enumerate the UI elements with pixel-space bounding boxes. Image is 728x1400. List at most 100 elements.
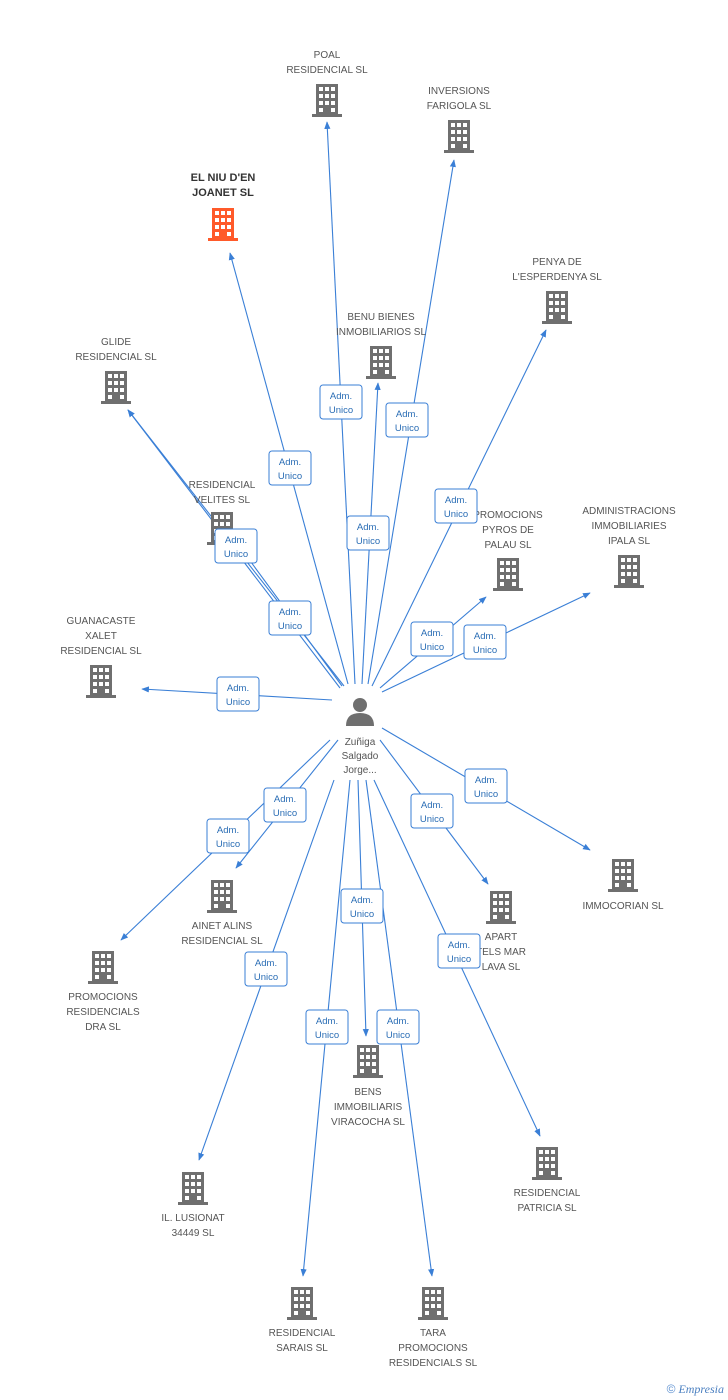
edge-label-box [437,933,481,969]
person-name-line: Zuñiga [345,737,376,748]
copyright-symbol: © [666,1382,676,1396]
company-name-line: APART [485,932,517,943]
edge-label-promdra[interactable]: Adm. Unico [206,818,250,854]
edge-label-guanacaste[interactable]: Adm.Unico [216,676,260,712]
edge-label-box [214,528,258,564]
company-name-line: INMOBILIARIOS SL [336,327,426,338]
edge-label-line: Adm. [279,607,301,618]
edge-label-box [244,951,288,987]
building-icon [178,1172,208,1205]
company-name-line: RESIDENCIALS SL [389,1358,478,1369]
edge-label-box [464,768,508,804]
edge-label-line: Unico [444,509,468,520]
company-name-line: GLIDE [101,337,131,348]
building-icon [542,291,572,324]
company-name-line: LAVA SL [482,962,521,973]
building-icon [608,859,638,892]
company-name-line: PYROS DE [482,525,534,536]
company-name-line: PROMOCIONS [473,510,543,521]
company-name-line: AINET ALINS [192,921,253,932]
building-icon [101,371,131,404]
company-node-patricia[interactable]: RESIDENCIAL PATRICIA SL [514,1147,581,1214]
person-node[interactable]: ZuñigaSalgadoJorge... [342,698,379,776]
edge-label-line: Adm. [421,800,443,811]
edge-label-line: Adm. [396,409,418,420]
edge-label-patricia[interactable]: Adm.Unico [437,933,481,969]
company-name-line: EL NIU D'EN [191,172,256,184]
edge-label-bens[interactable]: Adm.Unico [340,888,384,924]
company-name-line: VIRACOCHA SL [331,1117,405,1128]
edge-label-line: Unico [315,1030,339,1041]
edge-label-sarais[interactable]: Adm.Unico [305,1009,349,1045]
edge-label-tara[interactable]: Adm.Unico [376,1009,420,1045]
person-name-line: Salgado [342,751,379,762]
company-name-line: L'ESPERDENYA SL [512,272,602,283]
edge-label-line: Unico [224,549,248,560]
edge-label-lusionat[interactable]: Adm.Unico [244,951,288,987]
edge-label-edge-glide-second[interactable]: Adm. Unico [268,600,312,636]
company-node-penya[interactable]: PENYA DEL'ESPERDENYA SL [512,257,602,324]
edge-label-apart[interactable]: Adm.Unico [410,793,454,829]
edge-label-immocorian[interactable]: Adm.Unico [464,768,508,804]
edge-label-box [434,488,478,524]
edge-label-line: Adm. [475,775,497,786]
building-icon [312,84,342,117]
company-node-sarais[interactable]: RESIDENCIAL SARAIS SL [269,1287,336,1354]
edge-label-niu[interactable]: Adm.Unico [268,450,312,486]
company-name-line: PROMOCIONS [68,992,138,1003]
edge-label-line: Unico [216,839,240,850]
edge-label-line: Unico [278,621,302,632]
company-name-line: RESIDENCIAL [514,1188,581,1199]
company-name-line: PALAU SL [484,540,531,551]
company-name-line: RESIDENCIAL SL [286,65,368,76]
edge-label-edge-velites[interactable]: Adm.Unico [214,528,258,564]
company-name-line: RESIDENCIAL [269,1328,336,1339]
edge-label-line: Unico [350,909,374,920]
edge-label-benu[interactable]: Adm.Unico [346,515,390,551]
company-name-line: XALET [85,631,117,642]
edge-label-box [346,515,390,551]
edge-label-ipala[interactable]: Adm.Unico [463,624,507,660]
company-name-line: IMMOBILIARIS [334,1102,403,1113]
company-node-pyros[interactable]: PROMOCIONS PYROS DE PALAU SL [473,510,543,591]
building-icon [287,1287,317,1320]
edge-label-line: Adm. [330,391,352,402]
edge-label-line: Unico [278,471,302,482]
company-name-line: GUANACASTE [67,616,136,627]
edge-label-box [206,818,250,854]
company-name-line: FARIGOLA SL [427,101,492,112]
edge-label-penya[interactable]: Adm.Unico [434,488,478,524]
edge-label-ainet[interactable]: Adm.Unico [263,787,307,823]
edge-label-line: Unico [447,954,471,965]
edge-label-poal[interactable]: Adm. Unico [319,384,363,420]
company-name-line: PATRICIA SL [517,1203,577,1214]
edge-label-box [319,384,363,420]
building-icon [418,1287,448,1320]
company-node-immocorian[interactable]: IMMOCORIAN SL [582,859,664,912]
edge-label-line: Unico [329,405,353,416]
edge-label-line: Adm. [217,825,239,836]
edge-label-inversions[interactable]: Adm.Unico [385,402,429,438]
edge-label-line: Unico [473,645,497,656]
edge-label-line: Unico [273,808,297,819]
company-name-line: SARAIS SL [276,1343,328,1354]
person-name-line: Jorge... [343,765,376,776]
building-icon [366,346,396,379]
edge-label-pyros[interactable]: Adm.Unico [410,621,454,657]
edge-label-box [268,450,312,486]
